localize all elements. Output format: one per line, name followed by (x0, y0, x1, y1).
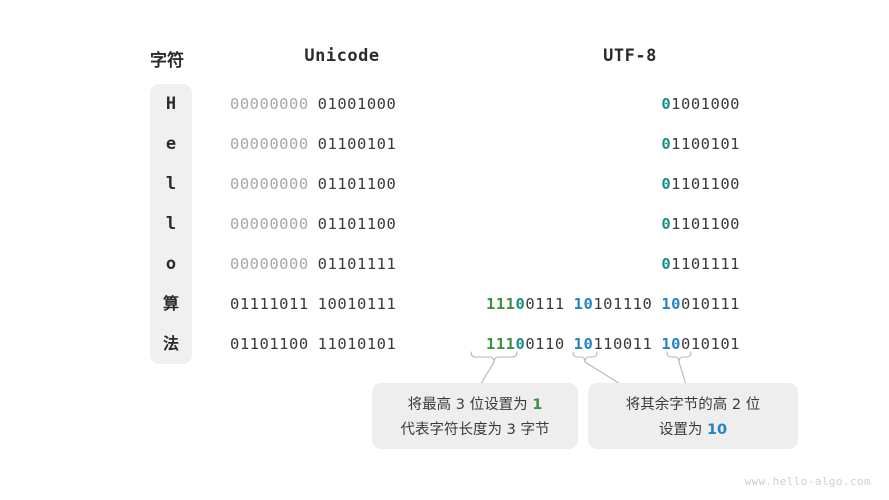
unicode-bits: 00000000 01101111 (230, 244, 450, 284)
annotation-2-line-2: 设置为 10 (602, 418, 784, 443)
character-cell: o (165, 254, 177, 274)
unicode-bits: 00000000 01101100 (230, 164, 450, 204)
utf8-bits: 01101100 (380, 164, 740, 204)
bit-group: 1101100 (671, 215, 740, 233)
character-cell: 法 (162, 334, 179, 353)
unicode-bits: 01101100 11010101 (230, 324, 450, 364)
watermark: www.hello-algo.com (744, 475, 871, 488)
bit-group: 0 (661, 215, 672, 233)
bit-group: 1101100 (671, 175, 740, 193)
bit-group: 00000000 (230, 135, 309, 153)
bit-group: 00000000 (230, 175, 309, 193)
annotation-1-highlight: 1 (532, 397, 543, 413)
unicode-bits: 00000000 01100101 (230, 124, 450, 164)
bit-group: 00000000 (230, 255, 309, 273)
bit-group: 0 (661, 175, 672, 193)
column-header-utf8: UTF-8 (603, 46, 657, 66)
unicode-bits: 00000000 01001000 (230, 84, 450, 124)
unicode-bits: 00000000 01101100 (230, 204, 450, 244)
bit-group: 01001000 (317, 95, 397, 113)
bit-group: 10 (661, 335, 681, 353)
bit-group: 00000000 (230, 215, 309, 233)
bit-group: 01101100 (230, 335, 309, 353)
bit-group: 0111 (525, 295, 565, 313)
bit-group: 0 (661, 135, 672, 153)
bit-group: 1001000 (671, 95, 740, 113)
character-cell: H (165, 94, 177, 114)
annotation-1-line-2: 代表字符长度为 3 字节 (400, 422, 550, 438)
utf8-bits: 01101111 (380, 244, 740, 284)
character-cell: l (165, 214, 177, 234)
bit-group: 101110 (593, 295, 653, 313)
utf8-bits: 01100101 (380, 124, 740, 164)
bit-group: 01101100 (317, 175, 397, 193)
bit-group: 10 (573, 295, 594, 313)
annotation-2-highlight: 10 (706, 422, 728, 438)
bit-group: 01100101 (317, 135, 397, 153)
bit-group: 0 (661, 255, 672, 273)
unicode-bits: 01111011 10010111 (230, 284, 450, 324)
character-cell: e (165, 134, 177, 154)
annotation-1-line-1: 将最高 3 位设置为 1 (386, 393, 564, 418)
annotation-2-line-2-text: 设置为 (658, 422, 707, 438)
column-header-unicode: Unicode (304, 46, 380, 66)
bit-group: 0 (661, 95, 672, 113)
bit-group: 111 (485, 335, 516, 353)
bit-group: 0110 (525, 335, 565, 353)
bit-group: 01111011 (230, 295, 309, 313)
bit-group: 11010101 (317, 335, 397, 353)
annotation-box-leading-bits: 将最高 3 位设置为 1 代表字符长度为 3 字节 (372, 383, 578, 449)
utf8-bits: 01101100 (380, 204, 740, 244)
column-header-char: 字符 (150, 51, 184, 70)
bit-group: 111 (485, 295, 516, 313)
bit-group: 10010111 (317, 295, 397, 313)
bit-group: 10 (573, 335, 594, 353)
bit-group: 1100101 (671, 135, 740, 153)
utf8-bits: 01001000 (380, 84, 740, 124)
bit-group: 01101100 (317, 215, 397, 233)
bit-group: 010111 (681, 295, 740, 313)
bit-group: 10 (661, 295, 681, 313)
bit-group: 010101 (681, 335, 740, 353)
character-cell: 算 (162, 294, 179, 313)
bit-group: 00000000 (230, 95, 309, 113)
bit-group: 0 (515, 295, 526, 313)
bit-group: 110011 (593, 335, 653, 353)
bit-group: 0 (515, 335, 526, 353)
annotation-box-continuation-bits: 将其余字节的高 2 位 设置为 10 (588, 383, 798, 449)
annotation-1-line-1-text: 将最高 3 位设置为 (407, 397, 533, 413)
character-cell: l (165, 174, 177, 194)
bit-group: 1101111 (671, 255, 740, 273)
bit-group: 01101111 (317, 255, 397, 273)
annotation-2-line-1: 将其余字节的高 2 位 (625, 397, 761, 413)
